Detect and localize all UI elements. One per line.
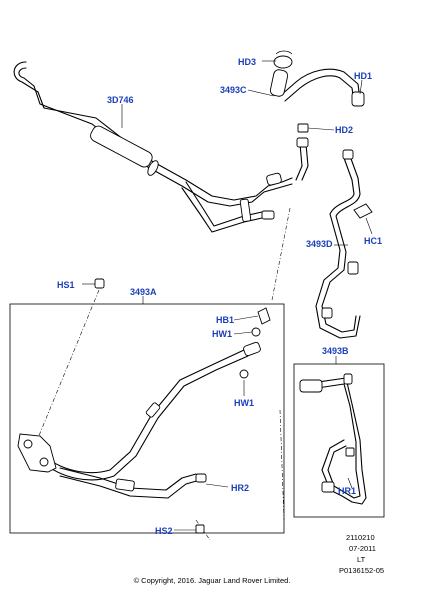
copyright-text: © Copyright, 2016. Jaguar Land Rover Lim…	[134, 576, 291, 585]
diagram-date: 07-2011	[349, 544, 376, 553]
callout-hr2: HR2	[231, 483, 249, 493]
callout-3493b: 3493B	[322, 346, 349, 356]
pressure-hose-3493a	[17, 307, 271, 541]
return-hose-3493b: HR1	[299, 373, 367, 505]
diagram-ref: P0136152-05	[339, 566, 384, 575]
reservoir-hose-3493c: HD3 3493C HD1	[220, 50, 372, 107]
diagram-lt: LT	[357, 555, 366, 564]
callout-hw1-lower: HW1	[234, 398, 254, 408]
callout-3493c: 3493C	[220, 85, 247, 95]
callout-hb1: HB1	[216, 315, 234, 325]
callout-hd2: HD2	[335, 125, 353, 135]
callout-hc1: HC1	[364, 236, 382, 246]
callout-hd3: HD3	[238, 57, 256, 67]
callout-hs1: HS1	[57, 280, 75, 290]
callout-3493a: 3493A	[130, 287, 157, 297]
reference-block: 2110210 07-2011 LT P0136152-05	[339, 533, 384, 575]
bolt-hs1: HS1	[37, 278, 105, 439]
diagram-code: 2110210	[346, 533, 375, 542]
frame-3493a	[9, 303, 285, 534]
return-pipe-3493d: 3493D HC1	[295, 137, 382, 339]
callout-3d746: 3D746	[107, 95, 134, 105]
cooler-pipe-3d746: 3D746	[13, 61, 293, 233]
callout-3493d: 3493D	[306, 239, 333, 249]
clip-hd2: HD2	[297, 123, 353, 135]
frame-3493b	[293, 363, 385, 518]
pressure-hose-callouts: HB1 HW1 HW1 HR2 HS2	[155, 315, 259, 536]
callout-hd1: HD1	[354, 71, 372, 81]
callout-hw1-upper: HW1	[212, 329, 232, 339]
callout-hs2: HS2	[155, 526, 173, 536]
callout-hr1: HR1	[338, 486, 356, 496]
